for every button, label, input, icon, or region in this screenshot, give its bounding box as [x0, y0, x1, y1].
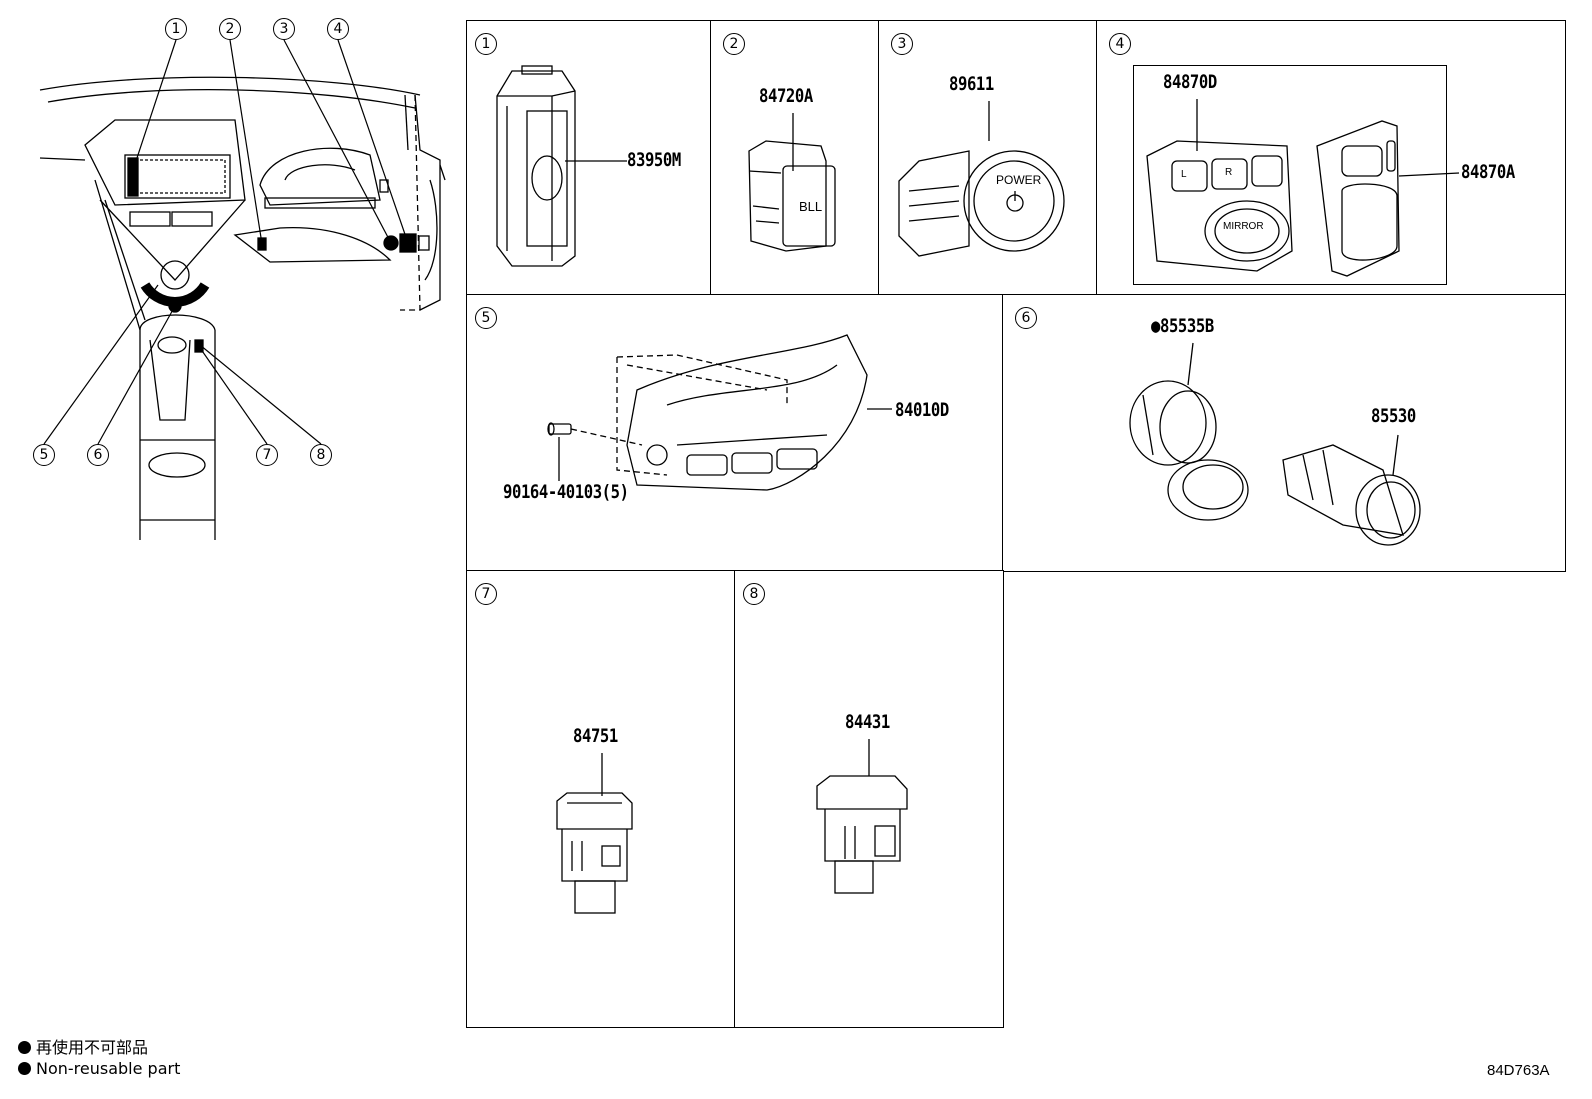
- part-number-90164-40103[interactable]: 90164-40103(5): [503, 481, 629, 503]
- switch-83950m-drawing: [496, 65, 627, 267]
- overview-callout-1[interactable]: 1: [165, 18, 187, 40]
- part-number-84751[interactable]: 84751: [573, 725, 618, 747]
- panel-4: 4 84870D 84870A MIRROR L R: [1096, 20, 1566, 296]
- legend-english: Non-reusable part: [18, 1059, 180, 1078]
- power-button-label: POWER: [996, 173, 1042, 187]
- part-number-85530[interactable]: 85530: [1371, 405, 1416, 427]
- panel-7: 7 84751: [466, 570, 736, 1028]
- mirror-switch-drawing: [1146, 99, 1460, 277]
- panel-number: 6: [1015, 307, 1037, 329]
- part-number-84010d[interactable]: 84010D: [895, 399, 949, 421]
- part-number-83950m[interactable]: 83950M: [627, 149, 681, 171]
- panel-8: 8 84431: [734, 570, 1004, 1028]
- overview-callout-6[interactable]: 6: [87, 444, 109, 466]
- part-number-84870a[interactable]: 84870A: [1461, 161, 1515, 183]
- assembly-frame: [1133, 65, 1447, 285]
- panel-number: 8: [743, 583, 765, 605]
- panel-number: 7: [475, 583, 497, 605]
- switch-letter-r: R: [1225, 167, 1233, 178]
- dashboard-drawing: [39, 39, 446, 540]
- overview-callout-4[interactable]: 4: [327, 18, 349, 40]
- panel-2: 2 84720A BLL: [710, 20, 880, 296]
- non-reusable-dot-icon: [18, 1062, 31, 1075]
- panel-number: 2: [723, 33, 745, 55]
- panel-number: 5: [475, 307, 497, 329]
- part-number-85535b[interactable]: ●85535B: [1151, 315, 1214, 337]
- panel-3: 3 89611 POWER: [878, 20, 1098, 296]
- panel-number: 4: [1109, 33, 1131, 55]
- overview-callout-3[interactable]: 3: [273, 18, 295, 40]
- panel-6: 6 ●85535B 85530: [1002, 294, 1566, 572]
- climate-panel-drawing: [547, 334, 892, 491]
- part-number-89611[interactable]: 89611: [949, 73, 994, 95]
- legend-text-en: Non-reusable part: [36, 1059, 181, 1078]
- non-reusable-dot-icon: [18, 1041, 31, 1054]
- switch-84751-drawing: [556, 753, 633, 914]
- part-number-84870d[interactable]: 84870D: [1163, 71, 1217, 93]
- power-switch-drawing: [898, 101, 1065, 257]
- mirror-label: MIRROR: [1223, 221, 1264, 232]
- panel-number: 1: [475, 33, 497, 55]
- switch-letter-l: L: [1181, 169, 1187, 180]
- switch-84431-drawing: [816, 739, 908, 894]
- panel-number: 3: [891, 33, 913, 55]
- overview-callout-5[interactable]: 5: [33, 444, 55, 466]
- overview-callout-7[interactable]: 7: [256, 444, 278, 466]
- switch-84720a-drawing: [748, 113, 836, 252]
- overview-callout-2[interactable]: 2: [219, 18, 241, 40]
- legend-text-jp: 再使用不可部品: [36, 1038, 149, 1057]
- socket-drawing: [1129, 342, 1421, 546]
- legend-japanese: 再使用不可部品: [18, 1034, 148, 1058]
- panel-1: 1 83950M: [466, 20, 712, 296]
- part-number-84720a[interactable]: 84720A: [759, 85, 813, 107]
- overview-callout-8[interactable]: 8: [310, 444, 332, 466]
- panel-5: 5 84010D 90164-40103(5): [466, 294, 1004, 572]
- switch-label-bll: BLL: [799, 199, 823, 214]
- diagram-code: 84D763A: [1487, 1062, 1550, 1079]
- part-number-84431[interactable]: 84431: [845, 711, 890, 733]
